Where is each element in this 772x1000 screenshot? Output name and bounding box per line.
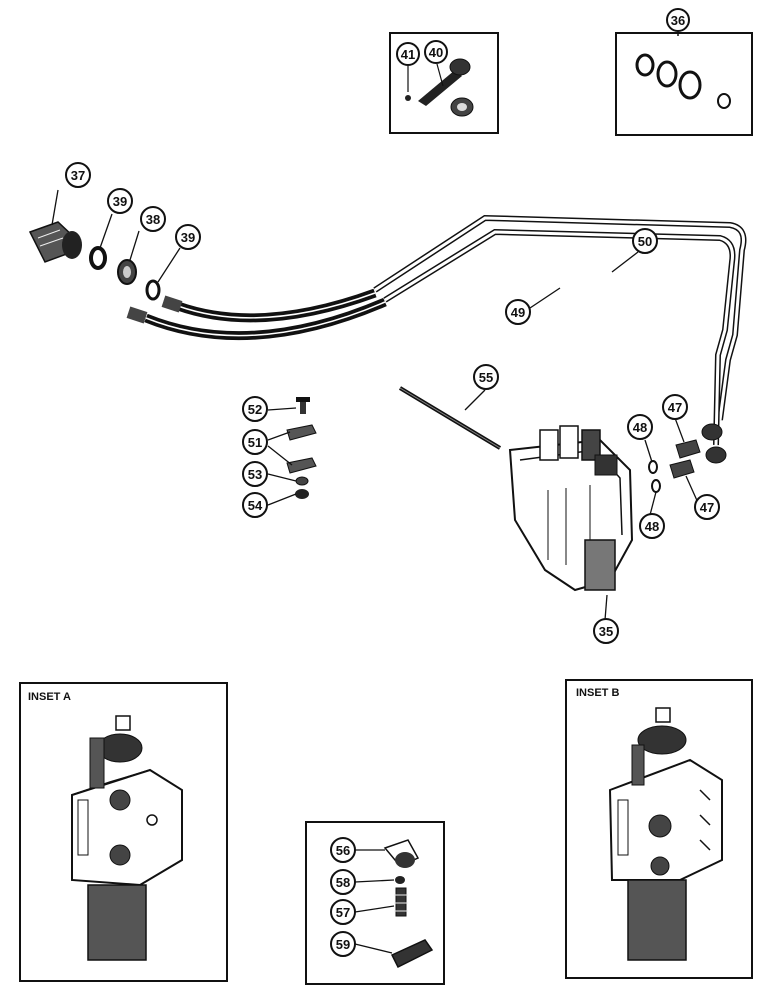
callout-57: 57: [330, 899, 356, 925]
svg-text:50: 50: [638, 234, 652, 249]
svg-text:48: 48: [633, 420, 647, 435]
svg-text:47: 47: [668, 400, 682, 415]
svg-text:56: 56: [336, 843, 350, 858]
svg-text:39: 39: [181, 230, 195, 245]
callout-53: 53: [242, 461, 268, 487]
callout-56: 56: [330, 837, 356, 863]
callout-40: 40: [424, 40, 448, 64]
svg-text:59: 59: [336, 937, 350, 952]
callout-55: 55: [473, 364, 499, 390]
detail-box-56-59: [305, 821, 445, 985]
detail-box-36-seal-kit: [615, 28, 753, 136]
callout-59: 59: [330, 931, 356, 957]
detail-box-40-41: [389, 32, 499, 134]
svg-text:40: 40: [429, 45, 443, 60]
svg-text:52: 52: [248, 402, 262, 417]
inset-b-label: INSET B: [576, 687, 619, 699]
inset-b-frame: INSET B: [565, 679, 753, 979]
callout-48b: 48: [639, 513, 665, 539]
tie-rod-55: [398, 386, 502, 450]
callout-54: 54: [242, 492, 268, 518]
svg-text:47: 47: [700, 500, 714, 515]
svg-text:51: 51: [248, 435, 262, 450]
inset-a-frame: INSET A: [19, 682, 228, 982]
svg-text:38: 38: [146, 212, 160, 227]
svg-text:36: 36: [671, 13, 685, 28]
svg-text:35: 35: [599, 624, 613, 639]
seal-39: [89, 213, 113, 270]
callout-48a: 48: [627, 414, 653, 440]
callout-41: 41: [396, 42, 420, 66]
svg-text:57: 57: [336, 905, 350, 920]
callout-39a: 39: [107, 188, 133, 214]
callout-51: 51: [242, 429, 268, 455]
callout-38: 38: [140, 206, 166, 232]
coupler-37: [28, 189, 82, 263]
control-valve-stack-35: [508, 425, 634, 621]
svg-text:39: 39: [113, 194, 127, 209]
seal-39b: [145, 247, 181, 301]
svg-text:49: 49: [511, 305, 525, 320]
hose-assembly: [126, 214, 747, 464]
svg-text:58: 58: [336, 875, 350, 890]
callout-47b: 47: [694, 494, 720, 520]
callout-36: 36: [666, 8, 690, 32]
svg-text:54: 54: [248, 498, 263, 513]
svg-text:55: 55: [479, 370, 493, 385]
svg-text:37: 37: [71, 168, 85, 183]
fittings-47-48: [644, 417, 701, 516]
bracket-parts: [267, 397, 317, 506]
callout-50: 50: [632, 228, 658, 254]
callout-49: 49: [505, 299, 531, 325]
callout-58: 58: [330, 869, 356, 895]
inset-a-label: INSET A: [28, 691, 71, 703]
nut-38: [117, 230, 140, 285]
callout-47a: 47: [662, 394, 688, 420]
callout-37: 37: [65, 162, 91, 188]
svg-text:48: 48: [645, 519, 659, 534]
svg-text:53: 53: [248, 467, 262, 482]
callout-35: 35: [593, 618, 619, 644]
callout-52: 52: [242, 396, 268, 422]
svg-text:41: 41: [401, 47, 415, 62]
callout-39b: 39: [175, 224, 201, 250]
